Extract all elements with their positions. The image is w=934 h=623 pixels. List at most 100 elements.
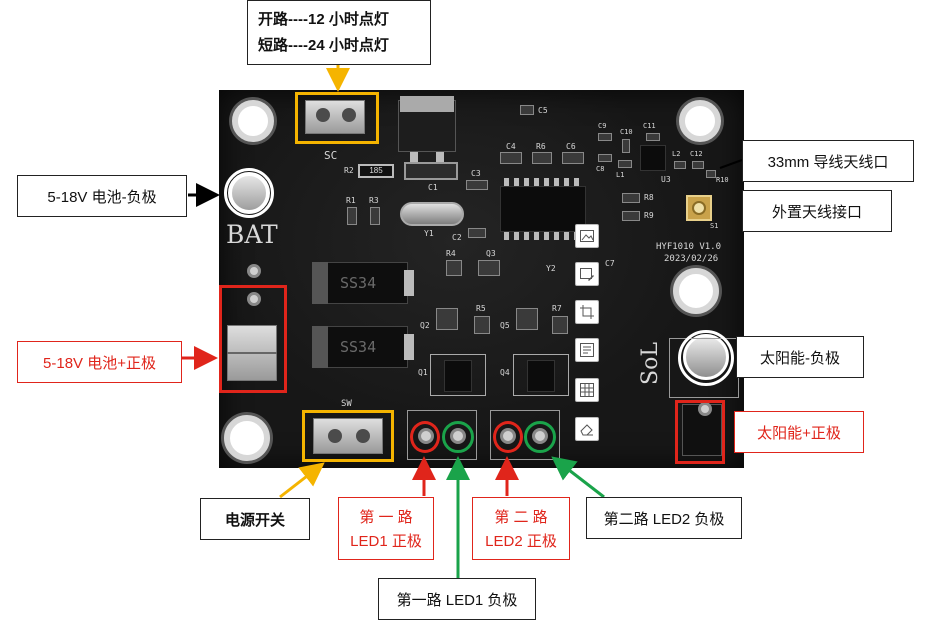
battery-positive-highlight	[219, 285, 287, 393]
capacitor-c12	[692, 161, 704, 169]
via-hole	[698, 402, 712, 416]
ref-q3: Q3	[486, 249, 496, 258]
mosfet-q4	[527, 360, 555, 392]
battery-positive-callout: 5-18V 电池+正极	[17, 341, 182, 383]
led1-positive-callout: 第 一 路 LED1 正极	[338, 497, 434, 560]
ref-r8: R8	[644, 193, 654, 202]
battery-negative-callout: 5-18V 电池-负极	[17, 175, 187, 217]
ref-y1: Y1	[424, 229, 434, 238]
solar-negative-callout: 太阳能-负极	[736, 336, 864, 378]
led2-positive-line1: 第 二 路	[494, 509, 548, 526]
diode-bottom-band	[312, 326, 328, 368]
diode-top-marking: SS34	[340, 274, 377, 292]
capacitor-c4	[500, 152, 522, 164]
ref-l2: L2	[672, 150, 681, 158]
ref-r5: R5	[476, 304, 486, 313]
external-antenna-callout: 外置天线接口	[742, 190, 892, 232]
text-image-icon[interactable]	[575, 338, 599, 362]
diode-bottom-marking: SS34	[340, 338, 377, 356]
ref-q1: Q1	[418, 368, 428, 377]
ref-c10: C10	[620, 128, 633, 136]
resistor-r3	[370, 207, 380, 225]
arrow-switch	[279, 462, 325, 499]
switch-pin-hole	[328, 429, 342, 443]
capacitor-c11	[646, 133, 660, 141]
ref-r9: R9	[644, 211, 654, 220]
led2-negative-callout: 第二路 LED2 负极	[586, 497, 742, 539]
led2-negative-highlight	[524, 421, 556, 453]
solar-positive-highlight	[675, 400, 725, 464]
table-icon[interactable]	[575, 378, 599, 402]
regulator-pin	[410, 152, 418, 162]
capacitor-c10	[622, 139, 630, 153]
sc-highlight	[295, 92, 379, 144]
ref-s1: S1	[710, 222, 719, 230]
inductor-l1	[618, 160, 632, 168]
transistor-q5	[516, 308, 538, 330]
image-edit-icon[interactable]	[575, 262, 599, 286]
arrow-led2-neg	[551, 456, 605, 499]
regulator-pin	[436, 152, 444, 162]
via-hole	[247, 292, 261, 306]
resistor-r9	[622, 211, 640, 221]
ref-q4: Q4	[500, 368, 510, 377]
resistor-r10	[706, 170, 716, 178]
ref-r3: R3	[369, 196, 379, 205]
diode-top-lead	[404, 270, 414, 296]
pad-divider	[227, 352, 277, 354]
antenna-33mm-callout: 33mm 导线天线口	[742, 140, 914, 182]
ref-l1: L1	[616, 171, 625, 179]
capacitor-c9	[598, 133, 612, 141]
mcu-pins-bottom	[504, 232, 582, 240]
resistor-r7	[552, 316, 568, 334]
model-silkscreen: HYF1010 V1.0	[656, 242, 722, 252]
regulator-tab	[400, 96, 454, 112]
capacitor-c8	[598, 154, 612, 162]
ref-c4: C4	[506, 142, 516, 151]
led2-positive-highlight	[493, 421, 523, 453]
image-icon[interactable]	[575, 224, 599, 248]
sc-silkscreen: SC	[324, 149, 338, 162]
capacitor-c2	[468, 228, 486, 238]
led1-terminal-outline	[407, 410, 477, 460]
date-silkscreen: 2023/02/26	[664, 254, 719, 264]
ref-c9: C9	[598, 122, 607, 130]
solar-positive-callout: 太阳能+正极	[734, 411, 864, 453]
ref-q2: Q2	[420, 321, 430, 330]
bat-silkscreen: BAT	[226, 220, 278, 249]
diode-bottom	[312, 326, 408, 368]
ref-r10: R10	[716, 176, 729, 184]
crop-icon[interactable]	[575, 300, 599, 324]
via-hole	[247, 264, 261, 278]
ref-r4: R4	[446, 249, 456, 258]
led1-negative-callout: 第一路 LED1 负极	[378, 578, 536, 620]
led2-positive-callout: 第 二 路 LED2 正极	[472, 497, 570, 560]
eraser-icon[interactable]	[575, 417, 599, 441]
led1-positive-highlight	[410, 421, 440, 453]
ref-r1: R1	[346, 196, 356, 205]
ref-c7: C7	[605, 259, 615, 268]
transistor-q2	[436, 308, 458, 330]
diode-top	[312, 262, 408, 304]
ref-y2: Y2	[546, 264, 556, 273]
ref-c3: C3	[471, 169, 481, 178]
resistor-r6	[532, 152, 552, 164]
short-circuit-label: 短路----24 小时点灯	[258, 37, 389, 54]
resistor-r8	[622, 193, 640, 203]
diode-top-band	[312, 262, 328, 304]
led2-terminal-outline	[490, 410, 560, 460]
resistor-r4	[446, 260, 462, 276]
mosfet-q1	[444, 360, 472, 392]
ref-r2: R2	[344, 166, 354, 175]
mount-hole-top-left	[232, 100, 274, 142]
capacitor-c3	[466, 180, 488, 190]
mcu-pins-top	[504, 178, 582, 186]
open-circuit-label: 开路----12 小时点灯	[258, 11, 389, 28]
ref-c6: C6	[566, 142, 576, 151]
ref-q5: Q5	[500, 321, 510, 330]
capacitor-c5	[520, 105, 534, 115]
led1-negative-highlight	[442, 421, 474, 453]
q1-outline	[430, 354, 486, 396]
led1-positive-line2: LED1 正极	[350, 533, 422, 550]
